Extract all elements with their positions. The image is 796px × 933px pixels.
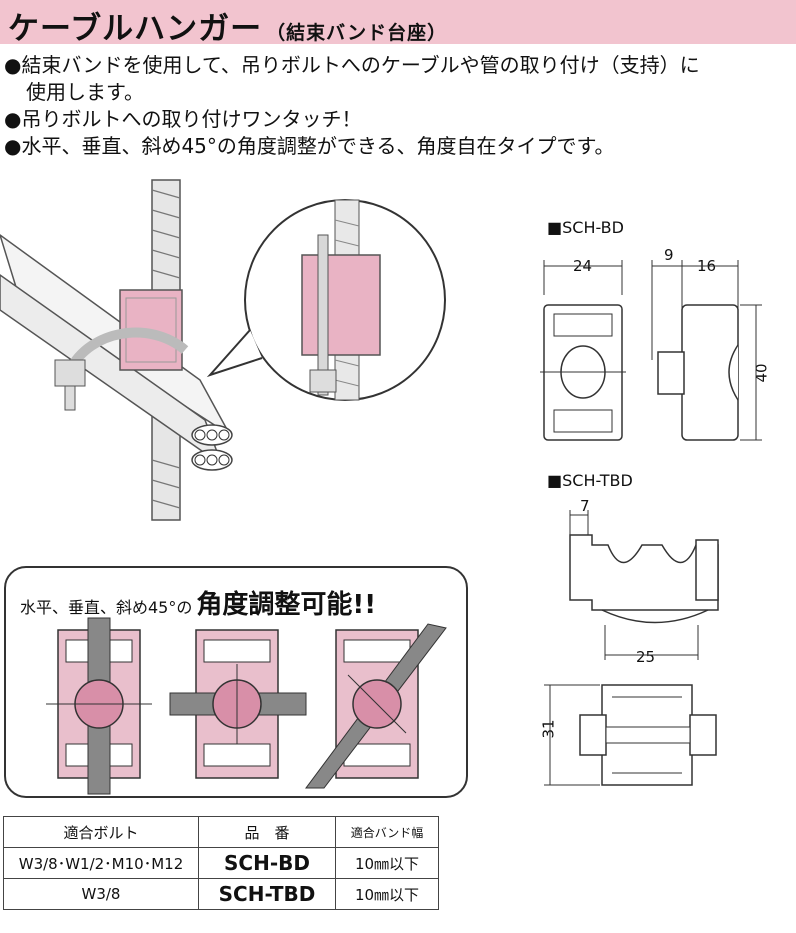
angle-panel-emphasis: 角度調整可能!! xyxy=(196,590,377,620)
angle-adjustment-panel: 水平、垂直、斜め45°の角度調整可能!! xyxy=(4,566,468,798)
page-subtitle: （結束バンド台座） xyxy=(266,22,448,44)
angle-example-horizontal xyxy=(169,629,307,779)
sch-bd-front-view xyxy=(540,260,626,441)
cell-band-width: 10㎜以下 xyxy=(335,847,439,879)
sch-tbd-dim-width: 25 xyxy=(636,648,656,666)
angle-panel-caption: 水平、垂直、斜め45°の角度調整可能!! xyxy=(20,584,376,621)
cell-bolt: W3/8･W1/2･M10･M12 xyxy=(3,847,199,879)
sch-bd-side-view xyxy=(651,260,762,441)
cell-part: SCH-TBD xyxy=(198,878,336,910)
table-row: W3/8 SCH-TBD 10㎜以下 xyxy=(3,878,439,910)
tie-band xyxy=(54,327,189,411)
feature-item: ●吊りボルトへの取り付けワンタッチ！ xyxy=(4,107,362,131)
feature-list: ●結束バンドを使用して、吊りボルトへのケーブルや管の取り付け（支持）に 使用しま… xyxy=(4,52,794,160)
page-title: ケーブルハンガー（結束バンド台座） xyxy=(8,3,447,48)
angle-example-vertical xyxy=(46,617,152,795)
installation-illustration xyxy=(0,179,446,521)
col-header-band-width: 適合バンド幅 xyxy=(335,816,439,848)
sch-bd-label: ■SCH-BD xyxy=(547,218,624,237)
sch-tbd-drawing xyxy=(544,510,719,786)
title-bar xyxy=(0,0,796,44)
angle-example-diagonal-45 xyxy=(305,623,447,789)
angle-examples xyxy=(46,617,447,795)
detail-zoom-bubble xyxy=(206,199,446,401)
col-header-bolt: 適合ボルト xyxy=(3,816,199,848)
cell-part: SCH-BD xyxy=(198,847,336,879)
sch-bd-dim-gap: 9 xyxy=(664,246,674,264)
sch-tbd-dim-top: 7 xyxy=(580,497,590,515)
cell-bolt: W3/8 xyxy=(3,878,199,910)
spec-table: 適合ボルト 品 番 適合バンド幅 W3/8･W1/2･M10･M12 SCH-B… xyxy=(3,816,439,910)
cable-bundle xyxy=(0,234,233,471)
col-header-part: 品 番 xyxy=(198,816,336,848)
table-row: W3/8･W1/2･M10･M12 SCH-BD 10㎜以下 xyxy=(3,847,439,879)
angle-panel-caption-text: 水平、垂直、斜め45°の xyxy=(20,598,193,617)
sch-bd-drawing xyxy=(540,260,762,441)
table-header-row: 適合ボルト 品 番 適合バンド幅 xyxy=(3,816,439,848)
sch-tbd-front-view xyxy=(544,684,717,786)
feature-item: ●水平、垂直、斜め45°の角度調整ができる、角度自在タイプです。 xyxy=(4,134,615,158)
cell-band-width: 10㎜以下 xyxy=(335,878,439,910)
feature-item-continuation: 使用します。 xyxy=(26,80,144,104)
sch-tbd-label: ■SCH-TBD xyxy=(547,471,633,490)
sch-tbd-top-view xyxy=(569,510,719,660)
title-text: ケーブルハンガー xyxy=(8,11,263,47)
feature-item: ●結束バンドを使用して、吊りボルトへのケーブルや管の取り付け（支持）に xyxy=(4,53,700,77)
